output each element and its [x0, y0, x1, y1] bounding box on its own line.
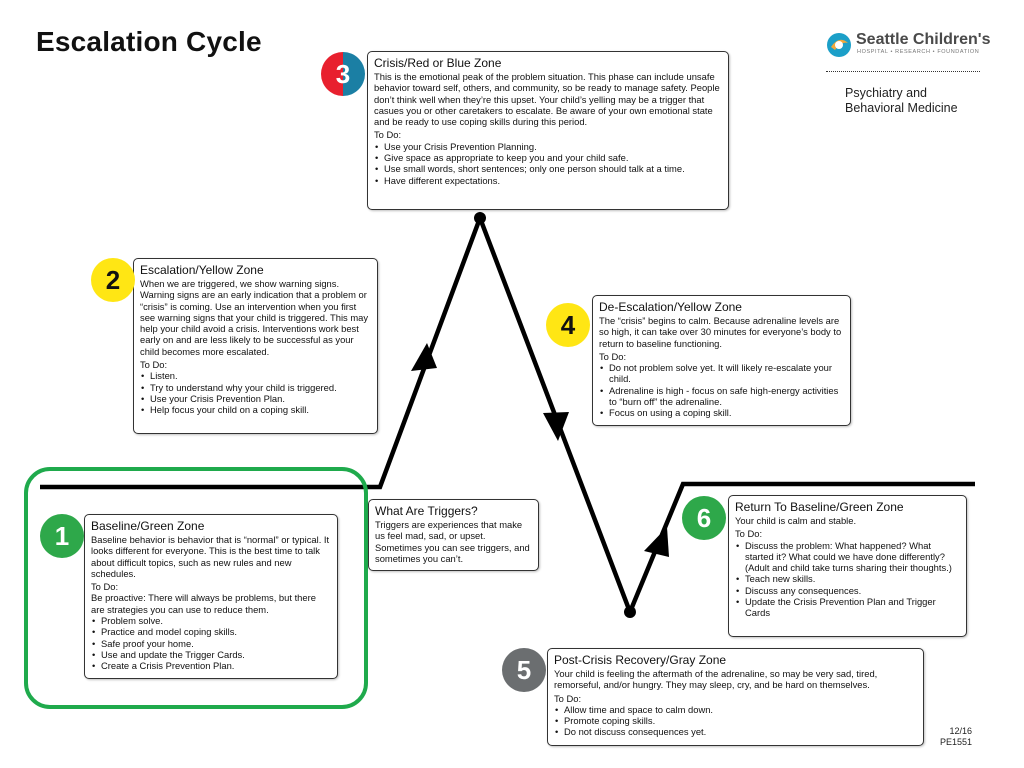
- zone-1-badge: 1: [40, 514, 84, 558]
- list-item: Use your Crisis Prevention Plan.: [140, 393, 371, 405]
- zone-2-card: Escalation/Yellow Zone When we are trigg…: [133, 258, 378, 434]
- zone-2-todo-label: To Do:: [140, 359, 168, 371]
- zone-1-todo-intro: Be proactive: There will always be probl…: [91, 592, 316, 615]
- peak-dot: [474, 212, 486, 224]
- list-item: Adrenaline is high - focus on safe high-…: [599, 385, 844, 408]
- list-item: Promote coping skills.: [554, 715, 917, 727]
- zone-6-body: Your child is calm and stable.: [735, 515, 857, 526]
- zone-3-todo-label: To Do:: [374, 129, 402, 141]
- list-item: Use and update the Trigger Cards.: [91, 649, 331, 661]
- logo-tagline: HOSPITAL • RESEARCH • FOUNDATION: [857, 49, 980, 55]
- zone-5-card: Post-Crisis Recovery/Gray Zone Your chil…: [547, 648, 924, 746]
- zone-1-title: Baseline/Green Zone: [91, 519, 205, 533]
- triggers-title: What Are Triggers?: [375, 504, 478, 518]
- trough-dot: [624, 606, 636, 618]
- zone-2-title: Escalation/Yellow Zone: [140, 263, 264, 277]
- list-item: Teach new skills.: [735, 573, 960, 585]
- footer-code-number: PE1551: [940, 737, 973, 747]
- zone-2-list: Listen. Try to understand why your child…: [140, 370, 371, 415]
- zone-6-todo-label: To Do:: [735, 528, 763, 540]
- logo-name: Seattle Children's: [856, 31, 991, 48]
- list-item: Allow time and space to calm down.: [554, 704, 917, 716]
- zone-3-card: Crisis/Red or Blue Zone This is the emot…: [367, 51, 729, 210]
- list-item: Create a Crisis Prevention Plan.: [91, 660, 331, 672]
- zone-1-body: Baseline behavior is behavior that is “n…: [91, 534, 330, 579]
- zone-1-card: Baseline/Green Zone Baseline behavior is…: [84, 514, 338, 679]
- zone-4-body: The “crisis” begins to calm. Because adr…: [599, 315, 842, 349]
- list-item: Problem solve.: [91, 615, 331, 627]
- zone-2-badge: 2: [91, 258, 135, 302]
- zone-6-badge: 6: [682, 496, 726, 540]
- zone-6-card: Return To Baseline/Green Zone Your child…: [728, 495, 967, 637]
- page-title: Escalation Cycle: [36, 26, 262, 57]
- list-item: Update the Crisis Prevention Plan and Tr…: [735, 596, 960, 619]
- zone-4-badge: 4: [546, 303, 590, 347]
- list-item: Discuss any consequences.: [735, 585, 960, 597]
- zone-3-body: This is the emotional peak of the proble…: [374, 71, 720, 128]
- footer-date: 12/16: [949, 726, 973, 736]
- zone-1-list: Problem solve. Practice and model coping…: [91, 615, 331, 672]
- zone-5-todo-label: To Do:: [554, 692, 582, 704]
- list-item: Do not problem solve yet. It will likely…: [599, 362, 844, 385]
- list-item: Safe proof your home.: [91, 638, 331, 650]
- zone-3-list: Use your Crisis Prevention Planning. Giv…: [374, 141, 722, 186]
- zone-6-list: Discuss the problem: What happened? What…: [735, 540, 960, 619]
- zone-5-list: Allow time and space to calm down. Promo…: [554, 704, 917, 738]
- list-item: Try to understand why your child is trig…: [140, 382, 371, 394]
- list-item: Help focus your child on a coping skill.: [140, 404, 371, 416]
- zone-1-todo-label: To Do:: [91, 581, 119, 593]
- zone-4-todo-label: To Do:: [599, 350, 627, 362]
- list-item: Have different expectations.: [374, 175, 722, 187]
- arrow-up-icon: [411, 343, 437, 371]
- list-item: Discuss the problem: What happened? What…: [735, 540, 960, 574]
- list-item: Focus on using a coping skill.: [599, 407, 844, 419]
- list-item: Give space as appropriate to keep you an…: [374, 152, 722, 164]
- logo-mark-icon: [827, 33, 851, 57]
- list-item: Practice and model coping skills.: [91, 626, 331, 638]
- zone-3-badge: 3: [321, 52, 365, 96]
- zone-5-body: Your child is feeling the aftermath of t…: [554, 668, 878, 691]
- zone-5-badge: 5: [502, 648, 546, 692]
- department-line-1: Psychiatry and: [845, 86, 927, 100]
- list-item: Do not discuss consequences yet.: [554, 726, 917, 738]
- zone-4-title: De-Escalation/Yellow Zone: [599, 300, 742, 314]
- arrow-down-icon: [543, 412, 569, 441]
- list-item: Listen.: [140, 370, 371, 382]
- list-item: Use your Crisis Prevention Planning.: [374, 141, 722, 153]
- arrow-up-return-icon: [644, 527, 669, 557]
- department-line-2: Behavioral Medicine: [845, 101, 958, 115]
- footer-code: 12/16 PE1551: [940, 726, 972, 748]
- zone-4-card: De-Escalation/Yellow Zone The “crisis” b…: [592, 295, 851, 426]
- baseline-highlight-frame: [24, 467, 368, 709]
- zone-2-body: When we are triggered, we show warning s…: [140, 278, 369, 357]
- list-item: Use small words, short sentences; only o…: [374, 163, 722, 175]
- zone-3-title: Crisis/Red or Blue Zone: [374, 56, 502, 70]
- zone-5-title: Post-Crisis Recovery/Gray Zone: [554, 653, 727, 667]
- triggers-card: What Are Triggers? Triggers are experien…: [368, 499, 539, 571]
- department: Psychiatry and Behavioral Medicine: [845, 86, 958, 116]
- zone-4-list: Do not problem solve yet. It will likely…: [599, 362, 844, 419]
- zone-6-title: Return To Baseline/Green Zone: [735, 500, 904, 514]
- logo-divider: [826, 71, 980, 72]
- triggers-body: Triggers are experiences that make us fe…: [375, 519, 530, 564]
